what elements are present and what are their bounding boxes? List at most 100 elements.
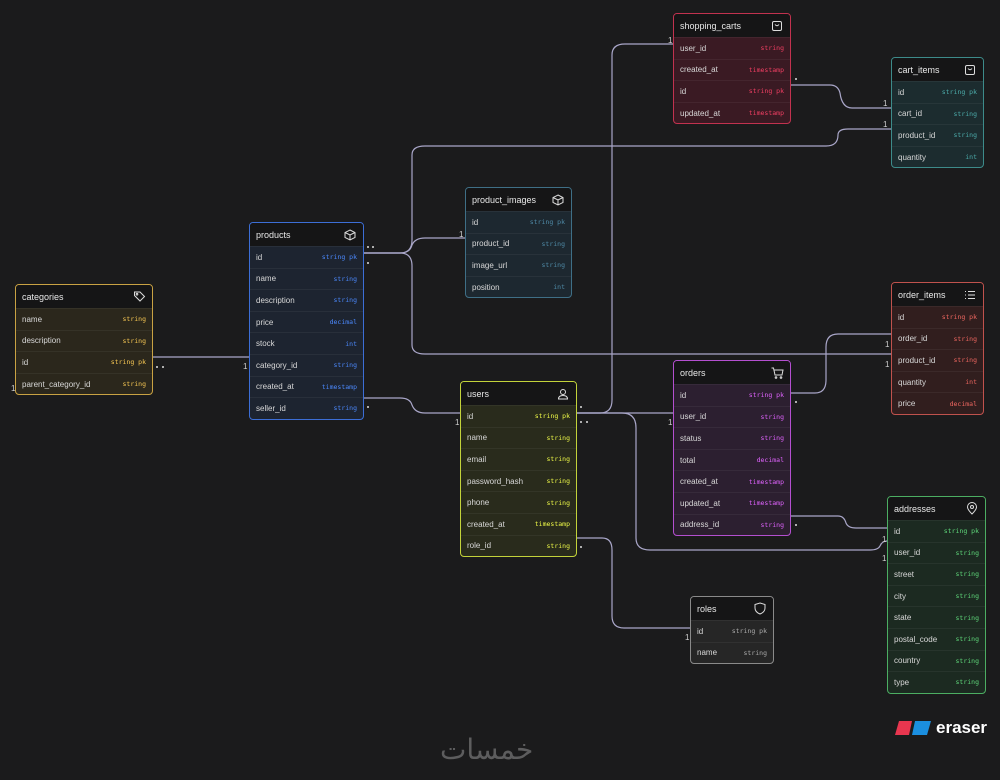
cardinality-many [795, 78, 797, 80]
eraser-logo-icon [895, 721, 931, 735]
table-header[interactable]: addresses [888, 497, 985, 520]
field-type: int [345, 339, 357, 348]
field-name: updated_at [680, 108, 721, 118]
cardinality-one: 1 [885, 340, 890, 349]
cardinality-one: 1 [459, 230, 464, 239]
table-header[interactable]: shopping_carts [674, 14, 790, 37]
table-header[interactable]: product_images [466, 188, 571, 211]
table-header[interactable]: roles [691, 597, 773, 620]
cardinality-many [580, 546, 582, 548]
tag-icon [132, 290, 146, 304]
table-title: products [256, 229, 291, 240]
eraser-logo: eraser [895, 718, 987, 738]
field-name: updated_at [680, 498, 721, 508]
cardinality-many [367, 262, 369, 264]
field-type: int [553, 283, 565, 292]
field-name: position [472, 282, 500, 292]
table-header[interactable]: orders [674, 361, 790, 384]
field-name: name [256, 274, 277, 284]
table-header[interactable]: categories [16, 285, 152, 308]
field-name: password_hash [467, 476, 524, 486]
field-row[interactable]: position int [466, 275, 571, 298]
table-header[interactable]: users [461, 382, 576, 405]
table-header[interactable]: products [250, 223, 363, 246]
field-name: description [22, 336, 61, 346]
cardinality-one: 1 [883, 120, 888, 129]
field-row[interactable]: description string [16, 329, 152, 352]
map-pin-icon [965, 502, 979, 516]
field-name: product_id [472, 239, 510, 249]
table-header[interactable]: cart_items [892, 58, 983, 81]
table-header[interactable]: order_items [892, 283, 983, 306]
field-type: string [546, 433, 570, 442]
field-type: string [955, 678, 979, 687]
field-name: product_id [898, 130, 936, 140]
field-type: string [122, 336, 146, 345]
cardinality-one: 1 [885, 360, 890, 369]
table-title: categories [22, 291, 64, 302]
field-type: string [955, 592, 979, 601]
